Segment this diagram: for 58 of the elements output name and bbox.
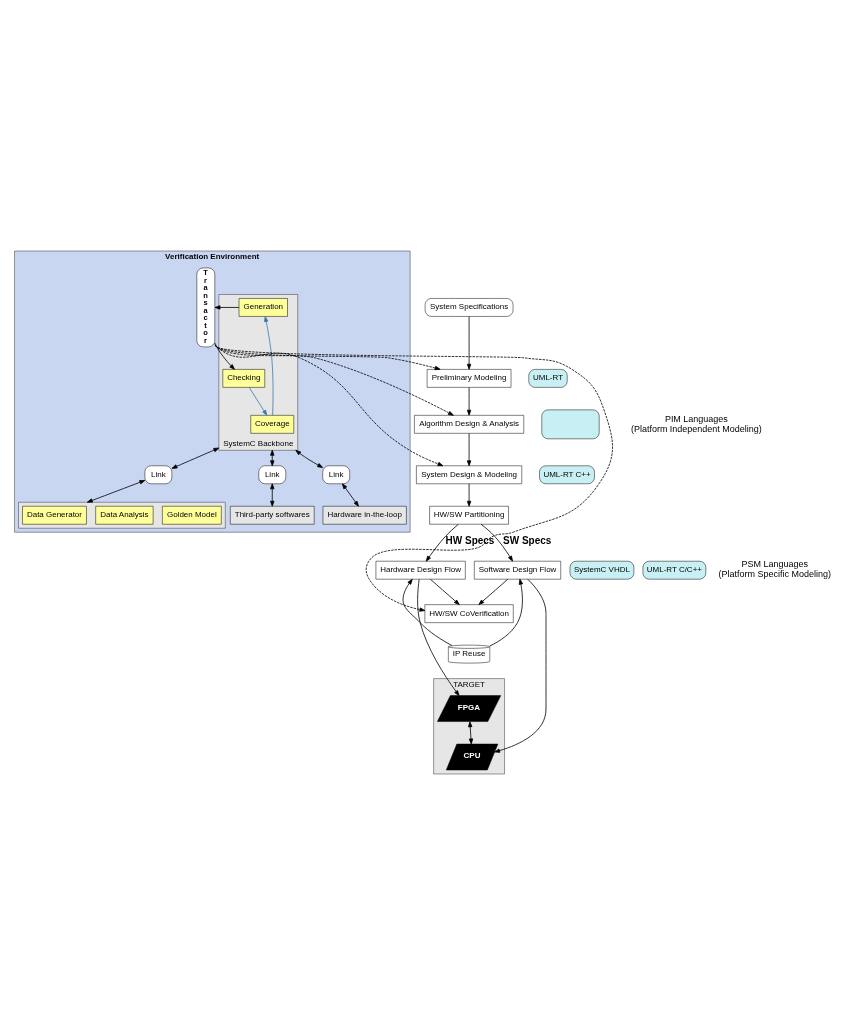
node-box: Generation [238, 298, 288, 317]
node-box: Golden Model [162, 506, 222, 525]
edge-label: HW Specs [445, 534, 495, 546]
arrow [248, 387, 268, 416]
arrow [466, 316, 472, 370]
node-box: HW/SW CoVerification [424, 604, 514, 623]
arrow [270, 449, 275, 467]
node-box: UML-RT [528, 369, 568, 388]
arrow [214, 344, 441, 371]
node-box: SystemC VHDL [569, 560, 635, 580]
arrow [214, 305, 240, 310]
arrow [264, 316, 274, 416]
arrow [171, 447, 220, 469]
node-box: UML-RT C++ [539, 465, 595, 485]
arrow [214, 342, 235, 370]
node-box: System Design & Modeling [416, 465, 523, 485]
arrow [425, 523, 459, 562]
arrow [489, 578, 523, 647]
arrow [478, 578, 509, 605]
arrow [295, 449, 324, 468]
arrow [214, 344, 444, 467]
node-box: Algorithm Design & Analysis [414, 415, 525, 434]
arrow [402, 578, 453, 646]
arrow [480, 523, 513, 562]
label: (Platform Independent Modeling) [630, 423, 762, 434]
node-box: System Specifications [424, 298, 514, 317]
arrow [342, 483, 359, 507]
arrow [466, 433, 472, 467]
arrow [214, 344, 454, 416]
arrow [86, 480, 146, 503]
node-box: Link [322, 465, 350, 485]
node-box: Software Design Flow [474, 560, 561, 580]
node-box: Coverage [250, 415, 294, 434]
edge-label: SW Specs [503, 534, 552, 546]
node-box [541, 409, 600, 440]
arrow [214, 344, 613, 612]
cluster [18, 502, 226, 529]
node-box: Data Generator [22, 506, 87, 525]
arrow [466, 483, 472, 507]
arrow [468, 721, 474, 745]
arrow [270, 483, 275, 507]
node-box: UML-RT C/C++ [642, 560, 707, 580]
node-box: Data Analysis [95, 506, 154, 525]
arrow [430, 578, 460, 605]
arrow [417, 578, 460, 696]
node-box: HW/SW Partitioning [429, 506, 509, 525]
node-box: Checking [222, 369, 265, 388]
label: PIM Languages [664, 413, 728, 424]
node-box: Hardware in-the-loop [322, 506, 407, 525]
node-box: Third-party softwares [230, 506, 315, 525]
node-box: Link [144, 465, 173, 485]
label: PSM Languages [741, 559, 809, 570]
arrow [494, 578, 547, 753]
node-box: Hardware Design Flow [375, 560, 466, 580]
label: (Platform Specific Modeling) [718, 569, 831, 580]
node-box: Link [258, 465, 286, 485]
node-box: Preliminary Modeling [426, 369, 512, 388]
arrow [466, 387, 472, 416]
